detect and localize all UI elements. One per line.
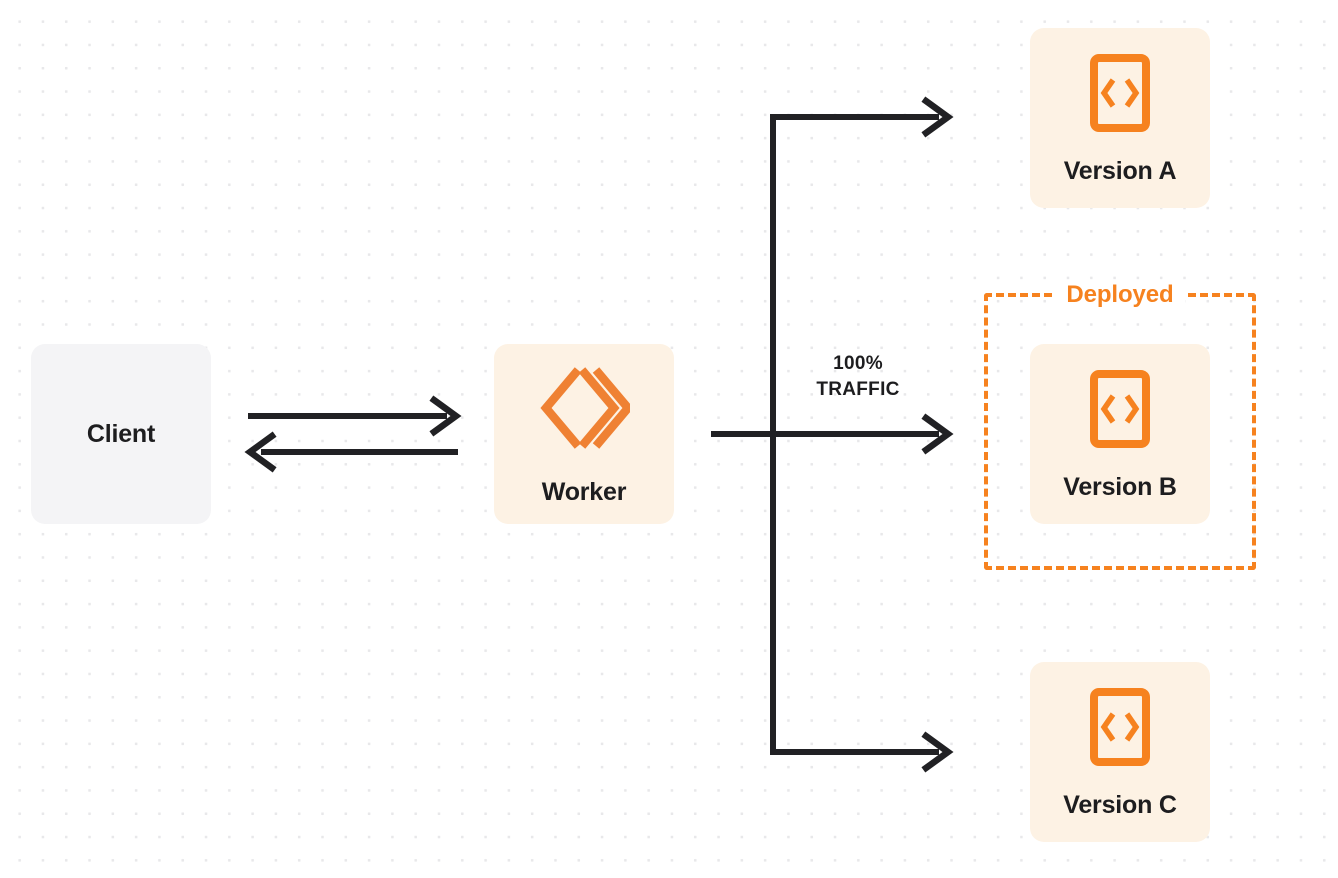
code-file-icon xyxy=(1089,369,1151,449)
code-file-icon xyxy=(1089,687,1151,767)
node-version-b[interactable]: Version B xyxy=(1030,344,1210,524)
node-worker[interactable]: Worker xyxy=(494,344,674,524)
node-worker-label: Worker xyxy=(541,477,627,506)
edge-client-to-worker xyxy=(248,395,462,437)
edge-worker-to-version-a xyxy=(770,96,954,138)
traffic-percent-value: 100% xyxy=(833,353,883,374)
edge-worker-distribution-spine xyxy=(711,117,776,752)
node-version-c[interactable]: Version C xyxy=(1030,662,1210,842)
deployed-group-label: Deployed xyxy=(1054,280,1186,310)
edge-worker-to-version-c xyxy=(770,731,954,773)
node-client-label: Client xyxy=(86,419,156,448)
node-version-a[interactable]: Version A xyxy=(1030,28,1210,208)
traffic-percent-caption: TRAFFIC xyxy=(816,378,900,400)
node-version-b-label: Version B xyxy=(1063,472,1177,501)
traffic-percentage-label: 100% TRAFFIC xyxy=(798,354,918,400)
deployed-group: Deployed xyxy=(984,280,1256,570)
cloudflare-workers-icon xyxy=(538,364,630,452)
node-version-a-label: Version A xyxy=(1063,156,1177,185)
code-file-icon xyxy=(1089,53,1151,133)
edge-worker-to-client xyxy=(244,431,458,473)
node-version-c-label: Version C xyxy=(1063,790,1177,819)
node-client[interactable]: Client xyxy=(31,344,211,524)
edge-worker-to-version-b xyxy=(773,413,954,455)
